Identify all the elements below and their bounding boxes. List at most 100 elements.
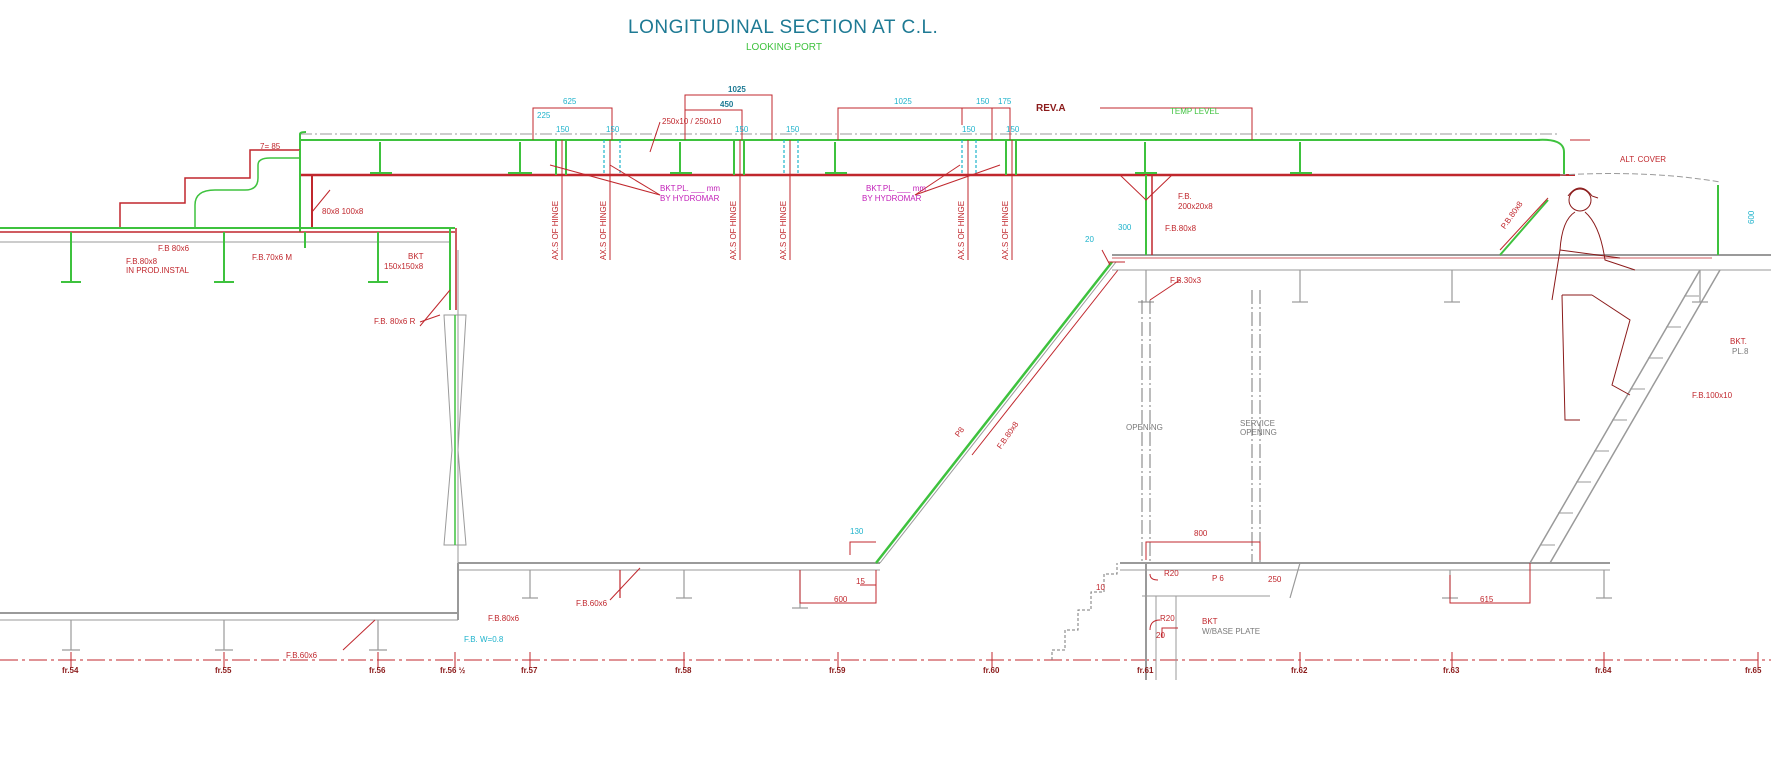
stair-ladder	[1529, 269, 1721, 564]
dim-150d: 150	[786, 125, 800, 134]
dim-250: 250	[1268, 575, 1282, 584]
bkt-pl-label-1: BKT.PL. ___ mm	[660, 184, 721, 193]
hinge-axis-1: AX.S OF HINGE	[551, 200, 560, 260]
hinge-plates	[555, 140, 1017, 175]
drawing-title: LONGITUDINAL SECTION AT C.L.	[628, 17, 939, 38]
handrail	[1499, 185, 1719, 256]
bkt-b2-label: W/BASE PLATE	[1202, 627, 1261, 636]
dim-10: 10	[1096, 583, 1105, 592]
frame-label-59: fr.59	[829, 666, 846, 675]
dim-150a: 150	[556, 125, 570, 134]
small-stair	[1051, 563, 1118, 660]
fb-80x6b-label: F.B. 80x6 R	[374, 317, 416, 326]
p6-label: P 6	[1212, 574, 1224, 583]
hinge-axis-5: AX.S OF HINGE	[957, 200, 966, 260]
ramp	[875, 249, 1125, 564]
bkt-label: BKT	[408, 252, 424, 261]
dim-300: 300	[1118, 223, 1132, 232]
hinge-axis-4: AX.S OF HINGE	[779, 200, 788, 260]
bkt-pl-label-2: BKT.PL. ___ mm	[866, 184, 927, 193]
bottom-mid-deck	[457, 541, 880, 620]
fb-30x3-label: F.B.30x3	[1170, 276, 1202, 285]
frame-label-54: fr.54	[62, 666, 79, 675]
drawing-subtitle: LOOKING PORT	[746, 42, 822, 53]
dim-800: 800	[1194, 529, 1208, 538]
bkt-c2-label: PL.8	[1732, 347, 1749, 356]
fb-80x6c-label: F.B.80x6	[488, 614, 520, 623]
r20-label-b: R20	[1160, 614, 1175, 623]
hinge-columns	[603, 140, 977, 175]
person-figure	[1551, 187, 1636, 421]
fb-70x6-label: F.B.70x6 M	[252, 253, 293, 262]
bkt-size-label: 150x150x8	[384, 262, 424, 271]
frame-label-56: fr.56	[369, 666, 386, 675]
leader-lines	[419, 164, 1181, 327]
bkt-b-label: BKT	[1202, 617, 1218, 626]
openings	[1141, 290, 1261, 563]
temp-level-label: TEMP LEVEL	[1170, 107, 1220, 116]
frame-label-63: fr.63	[1443, 666, 1460, 675]
frame-label-57: fr.57	[521, 666, 538, 675]
alt-cover-label: ALT. COVER	[1620, 155, 1667, 164]
fb-80x8b-label: F.B.80x8	[1165, 224, 1197, 233]
frame-label-60: fr.60	[983, 666, 1000, 675]
dim-450: 450	[720, 100, 734, 109]
top-stiffeners	[370, 142, 1312, 174]
right-mid-deck	[1112, 174, 1771, 303]
dim-20: 20	[1085, 235, 1094, 244]
hinge-axes	[561, 140, 1013, 260]
dim-130: 130	[850, 527, 864, 536]
dim-175: 175	[998, 97, 1012, 106]
dim-615: 615	[1480, 595, 1494, 604]
top-deck	[299, 131, 1590, 177]
frame-label-56-half: fr.56 ½	[440, 666, 466, 675]
frame-label-55: fr.55	[215, 666, 232, 675]
dim-150c: 150	[735, 125, 749, 134]
dim-225: 225	[537, 111, 551, 120]
fb-pl2-label: 200x20x8	[1178, 202, 1213, 211]
frame-label-65: fr.65	[1745, 666, 1762, 675]
label-7-85: 7= 85	[260, 142, 281, 151]
r20-label-a: R20	[1164, 569, 1179, 578]
bottom-right-deck	[1120, 541, 1612, 680]
profile-label: 250x10 / 250x10	[662, 117, 722, 126]
in-instal-label: IN PROD.INSTAL	[126, 266, 189, 275]
fb-80x6-label: F.B 80x6	[158, 244, 190, 253]
frame-ticks	[70, 652, 1759, 668]
dim-150g: 150	[1006, 125, 1020, 134]
frame-label-64: fr.64	[1595, 666, 1612, 675]
fb-100x10-label: F.B.100x10	[1692, 391, 1733, 400]
dim-15: 15	[856, 577, 865, 586]
bkt-pl-by-1: BY HYDROMAR	[660, 194, 720, 203]
dim-150f: 150	[976, 97, 990, 106]
fb-60x6b-label: F.B.60x6	[286, 651, 318, 660]
frame-label-61: fr.61	[1137, 666, 1154, 675]
fb-80x8-label: F.B.80x8	[126, 257, 158, 266]
hinge-axis-2: AX.S OF HINGE	[599, 200, 608, 260]
top-dimensions	[532, 94, 1253, 153]
dim-600v: 600	[1747, 210, 1756, 224]
dim-150e: 150	[962, 125, 976, 134]
dim-150b: 150	[606, 125, 620, 134]
fb-w-label: F.B. W=0.8	[464, 635, 504, 644]
bkt-pl-by-2: BY HYDROMAR	[862, 194, 922, 203]
dim-625: 625	[563, 97, 577, 106]
hinge-axis-3: AX.S OF HINGE	[729, 200, 738, 260]
bkt-c-label: BKT.	[1730, 337, 1747, 346]
dim-600: 600	[834, 595, 848, 604]
left-mid-deck	[0, 227, 455, 283]
left-bulkhead	[419, 228, 467, 610]
dim-20b: 20	[1156, 631, 1165, 640]
dim-1025: 1025	[728, 85, 746, 94]
opening-label: OPENING	[1126, 423, 1163, 432]
dim-1025b: 1025	[894, 97, 912, 106]
flat-100x8-label: 80x8 100x8	[322, 207, 364, 216]
hinge-axis-6: AX.S OF HINGE	[1001, 200, 1010, 260]
fb-60x6-label: F.B.60x6	[576, 599, 608, 608]
fb-pl-label: F.B.	[1178, 192, 1192, 201]
service-opening-label-a: SERVICE	[1240, 419, 1275, 428]
left-upper-structure	[119, 149, 331, 232]
frame-label-62: fr.62	[1291, 666, 1308, 675]
alt-cover-arc	[1559, 173, 1721, 183]
